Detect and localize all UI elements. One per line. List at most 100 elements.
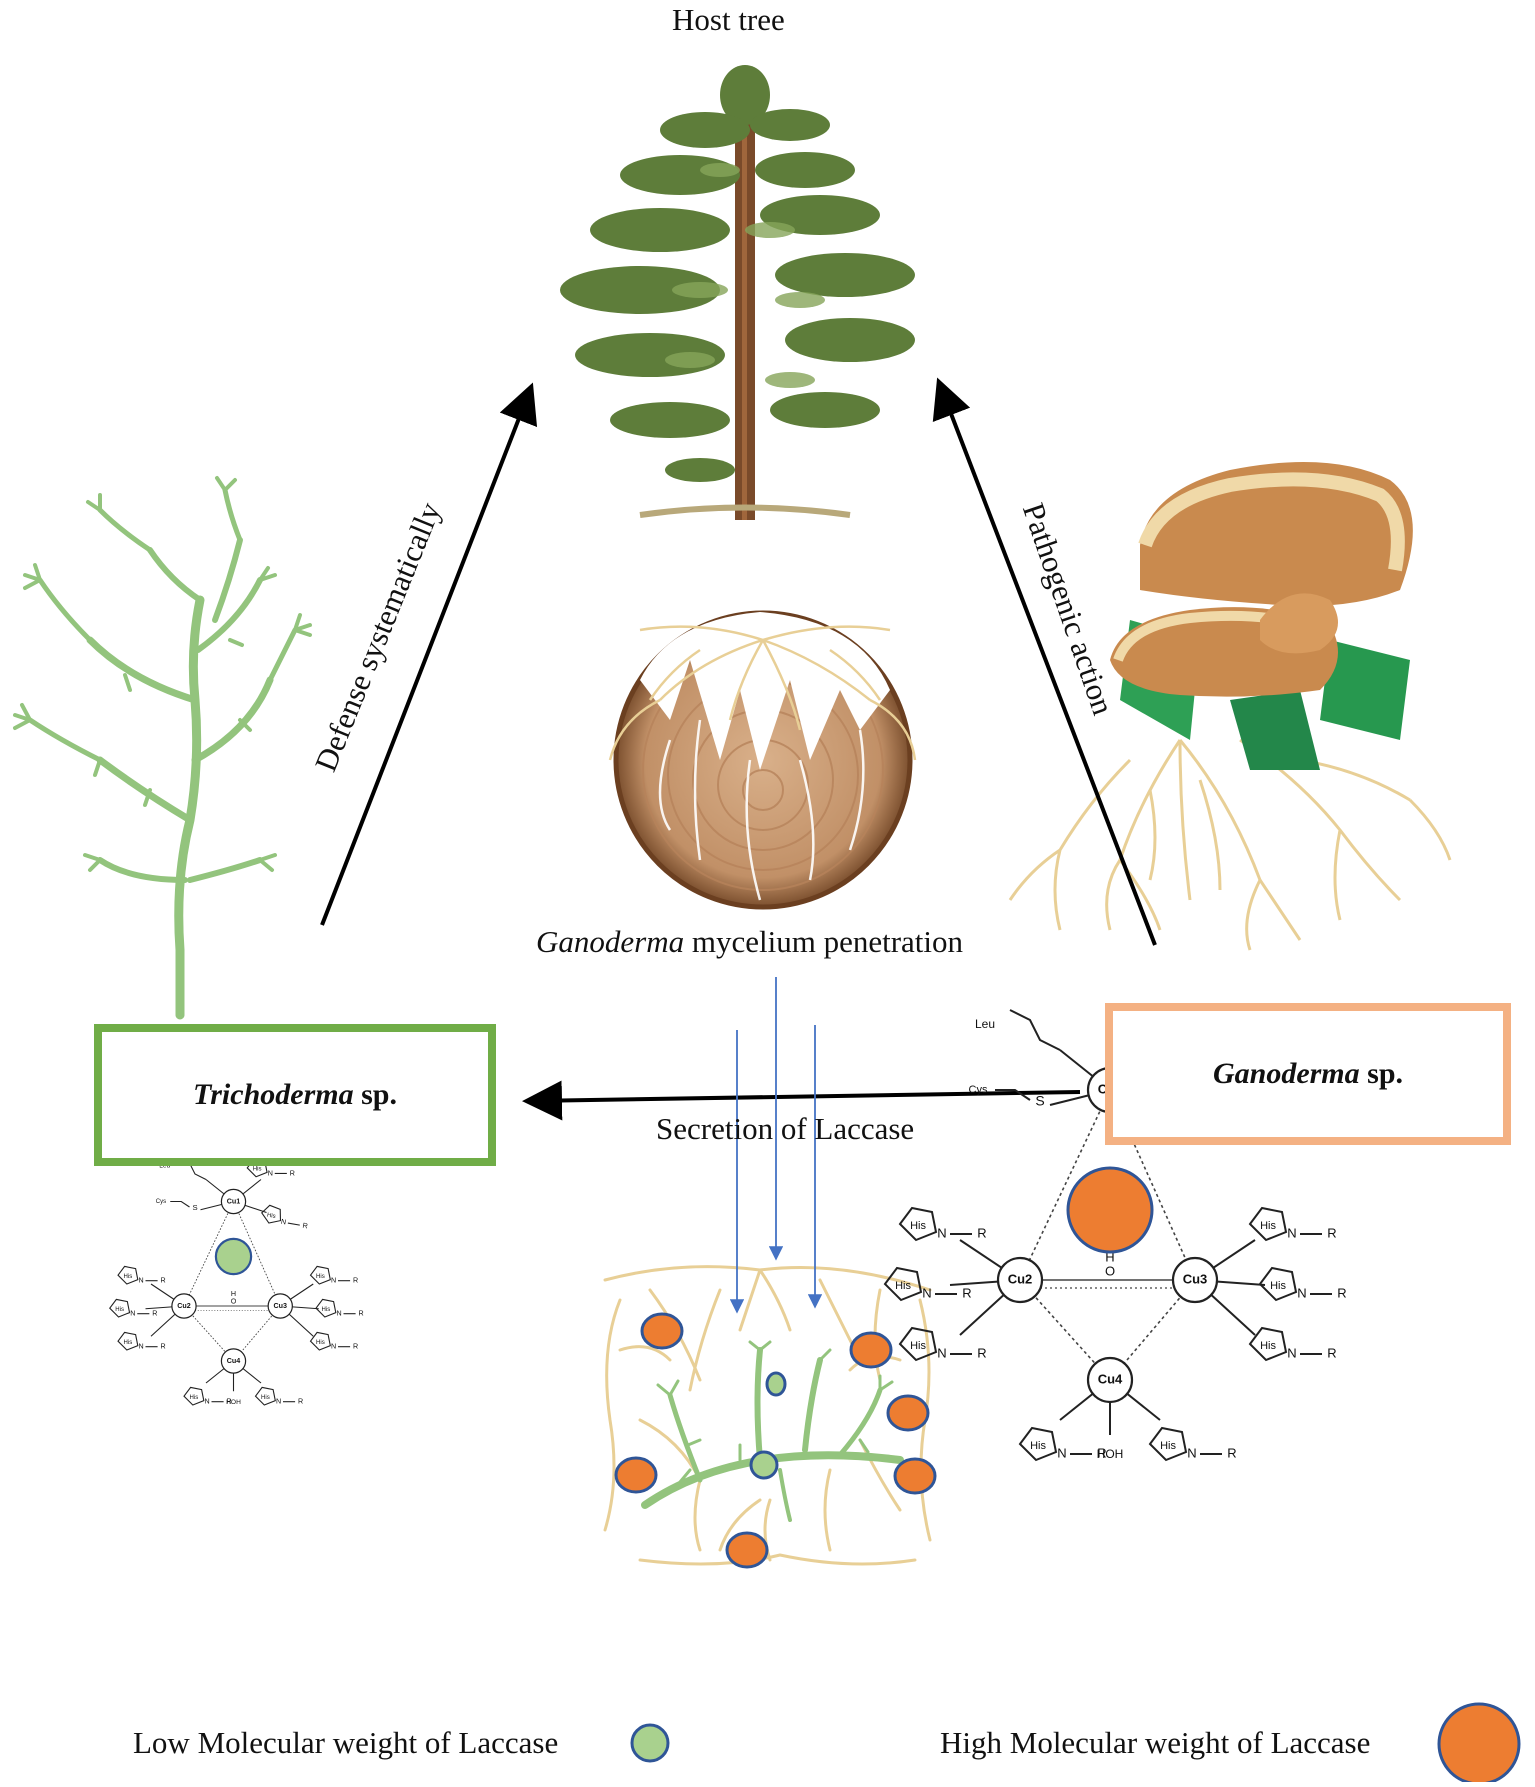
laccase-high-molecule [725, 1531, 769, 1569]
legend-high-circle [1437, 1702, 1521, 1786]
leucine-chain [1009, 1009, 1061, 1051]
penetration-text: mycelium penetration [684, 924, 964, 959]
nitrogen-label: N [922, 1285, 931, 1300]
r-group-label: R [1227, 1445, 1236, 1460]
r-group-label: R [977, 1345, 986, 1360]
legend-low-circle [630, 1723, 670, 1763]
nitrogen-label: N [276, 1398, 281, 1406]
histidine-label: His [1270, 1280, 1286, 1292]
ring-shape [1248, 1206, 1288, 1242]
nitrogen-label: N [337, 1310, 342, 1318]
laccase-high-molecule [893, 1457, 937, 1495]
trichoderma-box: Trichoderma sp. [94, 1024, 496, 1166]
host-tree-label: Host tree [672, 2, 785, 37]
r-group-label: R [962, 1285, 971, 1300]
laccase-high-molecule [640, 1312, 684, 1350]
coordination-bond [1019, 1279, 1111, 1381]
nitrogen-label: N [1287, 1345, 1296, 1360]
histidine-label: His [895, 1280, 911, 1292]
laccase-high-molecule [614, 1456, 658, 1494]
ganoderma-suffix: sp. [1359, 1057, 1404, 1090]
connector-arrows [320, 377, 1157, 1314]
histidine-label: His [1160, 1440, 1176, 1452]
histidine-ring: His N R [883, 1266, 972, 1302]
ganoderma-genus: Ganoderma [1212, 1057, 1360, 1090]
host-tree-illustration [560, 65, 915, 520]
laccase-low-molecule [765, 1371, 787, 1397]
copper-label-cu3: Cu3 [274, 1302, 288, 1310]
r-group-label: R [353, 1277, 358, 1285]
ring-shape [315, 1298, 337, 1318]
ring-shape [261, 1204, 282, 1224]
r-group-label: R [227, 1398, 232, 1406]
secretion-label: Secretion of Laccase [656, 1111, 915, 1146]
r-group-label: R [290, 1169, 295, 1177]
water-label: HOH [1097, 1447, 1124, 1461]
r-group-label: R [1097, 1445, 1106, 1460]
nitrogen-label: N [1057, 1445, 1066, 1460]
nitrogen-label: N [139, 1277, 144, 1285]
r-group-label: R [161, 1277, 166, 1285]
leucine-label: Leu [975, 1017, 995, 1031]
histidine-label: His [253, 1167, 262, 1173]
nitrogen-label: N [331, 1343, 336, 1351]
cysteine-chain [995, 1089, 1031, 1101]
nitrogen-label: N [139, 1343, 144, 1351]
interaction-arrow [522, 1080, 1081, 1121]
defense-arrow [320, 382, 538, 926]
hydroxide-o-label: O [231, 1297, 237, 1305]
ring-shape [117, 1265, 139, 1285]
r-group-label: R [298, 1398, 303, 1406]
histidine-label: His [322, 1307, 331, 1313]
copper-centre-cu4 [220, 1348, 247, 1374]
histidine-label: His [261, 1395, 270, 1401]
r-group-label: R [1327, 1345, 1336, 1360]
coordination-bond [183, 1201, 234, 1307]
copper-centre-cu4 [1086, 1356, 1134, 1404]
laccase-low-marker [214, 1237, 253, 1276]
sulfur-label: S [1035, 1093, 1044, 1109]
copper-label-cu3: Cu3 [1183, 1271, 1208, 1286]
r-group-label: R [1337, 1285, 1346, 1300]
cysteine-chain [170, 1200, 190, 1208]
ring-shape [1248, 1326, 1288, 1362]
r-group-label: R [152, 1310, 157, 1318]
nitrogen-label: N [937, 1225, 946, 1240]
nitrogen-label: N [1287, 1225, 1296, 1240]
histidine-label: His [124, 1274, 133, 1280]
coordination-bond [233, 1201, 281, 1307]
copper-label-cu4: Cu4 [1098, 1371, 1123, 1386]
histidine-label: His [1260, 1220, 1276, 1232]
copper-label-cu2: Cu2 [177, 1302, 191, 1310]
penetration-label: Ganoderma mycelium penetration [536, 924, 963, 960]
copper-label-cu2: Cu2 [1008, 1271, 1033, 1286]
ring-shape [109, 1298, 131, 1318]
ring-shape [898, 1206, 938, 1242]
histidine-label: His [910, 1220, 926, 1232]
ring-shape [309, 1265, 331, 1285]
cysteine-label: Cys [969, 1084, 988, 1096]
nitrogen-label: N [268, 1169, 273, 1177]
hydroxide-h-label: H [231, 1290, 236, 1298]
legend-low-label: Low Molecular weight of Laccase [133, 1725, 559, 1760]
wood-cross-section-illustration [608, 610, 917, 910]
ring-shape [254, 1386, 276, 1406]
ganoderma-box: Ganoderma sp. [1105, 1003, 1511, 1145]
histidine-label: His [316, 1340, 325, 1346]
laccase-high-molecule [886, 1394, 930, 1432]
ring-shape [883, 1266, 923, 1302]
histidine-label: His [266, 1213, 276, 1220]
